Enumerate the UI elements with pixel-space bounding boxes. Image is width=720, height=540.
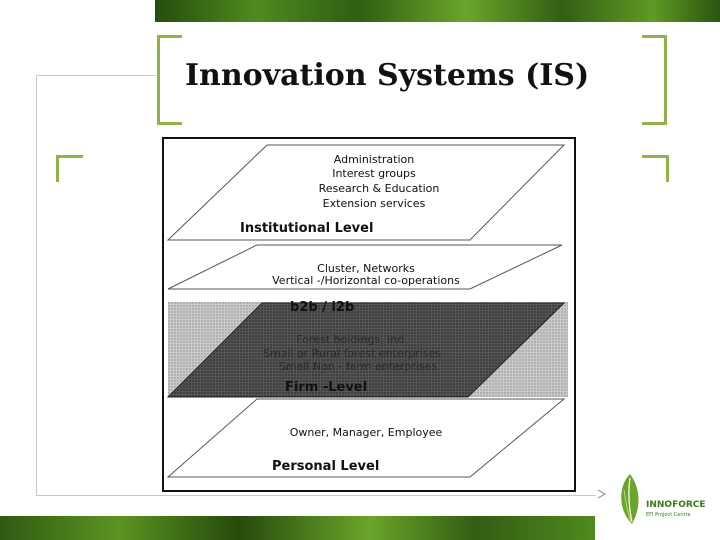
personal-item: Owner, Manager, Employee xyxy=(290,426,443,439)
arrow-right-icon xyxy=(597,489,607,499)
networks-plane xyxy=(167,244,563,290)
corner-bracket-top-right xyxy=(642,35,667,122)
firm-item: Forest holdings, Ind. xyxy=(296,333,407,346)
institutional-item: Administration xyxy=(334,153,415,166)
firm-level-label: Firm -Level xyxy=(285,380,367,395)
personal-level-label: Personal Level xyxy=(272,459,379,474)
corner-bracket-mid-right xyxy=(642,155,669,182)
institutional-item: Research & Education xyxy=(319,182,440,195)
institutional-item: Interest groups xyxy=(332,167,416,180)
institutional-plane xyxy=(166,144,566,241)
corner-bracket-mid-left xyxy=(56,155,83,182)
innoforce-leaf-logo-icon xyxy=(621,474,639,524)
networks-item: Cluster, Networks xyxy=(317,262,415,275)
firm-plane xyxy=(166,302,566,398)
frame-line-bottom xyxy=(36,495,596,496)
logo-name: INNOFORCE xyxy=(646,500,706,510)
logo-tagline: EFI Project Centre xyxy=(646,512,691,518)
innovation-levels-diagram: Administration Interest groups Research … xyxy=(162,137,576,492)
personal-plane xyxy=(166,398,566,478)
frame-line-top xyxy=(36,75,156,76)
networks-item: Vertical -/Horizontal co-operations xyxy=(272,274,460,287)
firm-item: Small Non - farm enterprises xyxy=(279,360,437,373)
bottom-banner xyxy=(0,516,595,540)
institutional-item: Extension services xyxy=(323,197,426,210)
corner-bracket-bottom-left xyxy=(157,100,182,125)
networks-level-label: b2b / i2b xyxy=(290,300,354,315)
slide-title: Innovation Systems (IS) xyxy=(185,58,590,93)
corner-bracket-top-left xyxy=(157,35,182,122)
institutional-level-label: Institutional Level xyxy=(240,221,373,236)
corner-bracket-bottom-right xyxy=(642,100,667,125)
frame-line-left xyxy=(36,75,37,495)
firm-item: Small or Rural forest enterprises xyxy=(263,347,441,360)
top-banner xyxy=(155,0,720,22)
